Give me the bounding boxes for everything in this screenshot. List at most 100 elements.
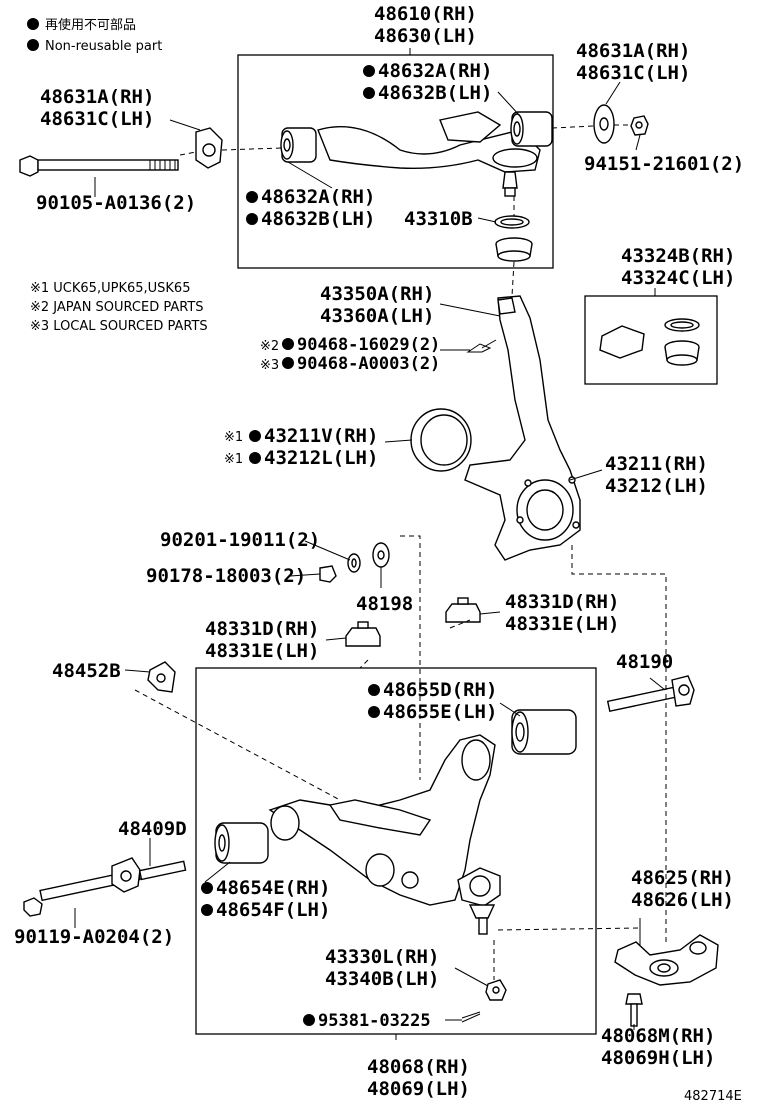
non-reusable-bullet-icon <box>249 452 261 464</box>
label-seal-rh-prefix: ※1 <box>224 430 243 445</box>
cam-plate-icon <box>147 661 176 693</box>
label-cotter-jp-prefix: ※2 <box>260 339 279 354</box>
label-lower-bush-rear-rh: 48655D(RH) <box>383 679 497 701</box>
label-stopper-left-lh: 48331E(LH) <box>205 640 319 662</box>
footnotes: ※1 UCK65,UPK65,USK65 ※2 JAPAN SOURCED PA… <box>30 281 208 334</box>
label-boot-kit-rh: 43324B(RH) <box>621 245 735 267</box>
label-bolt-lower: 48409D <box>118 818 187 840</box>
cam-washer-right-icon <box>593 104 615 144</box>
legend-english: Non-reusable part <box>45 39 162 54</box>
bumper-stopper-icon <box>372 542 390 568</box>
label-lower-arm-lh: 48069(LH) <box>367 1078 470 1100</box>
labels: 48610(RH) 48630(LH) 48632A(RH) 48632B(LH… <box>14 3 744 1104</box>
lower-bush-rear-icon <box>511 709 577 755</box>
cam-bolt-icon <box>606 675 695 712</box>
label-nut-lower: 90119-A0204(2) <box>14 926 174 948</box>
label-cam-left-rh: 48631A(RH) <box>40 86 154 108</box>
legend: 再使用不可部品 Non-reusable part <box>27 17 162 54</box>
label-cotter-local-prefix: ※3 <box>260 358 279 373</box>
label-nut-upper: 94151-21601(2) <box>584 153 744 175</box>
label-upper-bush-top-lh: 48632B(LH) <box>378 82 492 104</box>
label-washer-a: 90201-19011(2) <box>160 529 320 551</box>
label-lower-bush-front-lh: 48654F(LH) <box>216 899 330 921</box>
steering-knuckle <box>464 295 581 561</box>
label-cam-plate: 48452B <box>52 660 121 682</box>
label-seal-lh-prefix: ※1 <box>224 452 243 467</box>
non-reusable-bullet-icon <box>246 191 258 203</box>
cotter-pin-lower-icon <box>461 1011 481 1023</box>
nut-small-icon <box>319 565 337 583</box>
non-reusable-bullet-icon <box>201 904 213 916</box>
legend-kanji: 再使用不可部品 <box>45 17 136 33</box>
label-nut-a: 90178-18003(2) <box>146 565 306 587</box>
bracket-bolt-icon <box>625 993 643 1027</box>
ball-joint-boot-icon <box>494 215 530 229</box>
upper-bush-right-icon <box>510 111 553 147</box>
upper-control-arm <box>280 111 553 197</box>
label-bj-nut-lh: 43360A(LH) <box>320 305 434 327</box>
label-boot-kit-lh: 43324C(LH) <box>621 267 735 289</box>
label-lower-bush-front-rh: 48654E(RH) <box>216 877 330 899</box>
lower-ball-joint-icon <box>457 867 501 935</box>
label-stopper-left-rh: 48331D(RH) <box>205 618 319 640</box>
cotter-pin-upper-icon <box>466 339 497 353</box>
label-lower-bj-nut-lh: 43340B(LH) <box>325 968 439 990</box>
note-3: ※3 LOCAL SOURCED PARTS <box>30 319 208 334</box>
dashed-guide-lines <box>134 535 667 980</box>
label-ball-joint-boot: 43310B <box>404 208 473 230</box>
label-cotter-local: 90468-A0003(2) <box>297 354 440 374</box>
lower-control-arm <box>268 734 496 906</box>
non-reusable-bullet-icon <box>363 65 375 77</box>
leader-lines <box>74 48 666 1040</box>
non-reusable-bullet-icon <box>363 87 375 99</box>
washer-small-icon <box>347 553 361 573</box>
lower-bracket-icon <box>614 934 719 986</box>
label-bj-nut-rh: 43350A(RH) <box>320 283 434 305</box>
note-1: ※1 UCK65,UPK65,USK65 <box>30 281 190 296</box>
label-stopper-right-rh: 48331D(RH) <box>505 591 619 613</box>
non-reusable-bullet-icon <box>368 706 380 718</box>
boot-kit-box <box>584 295 718 385</box>
upper-arm-group-box <box>237 54 554 269</box>
label-cam-right-lh: 48631C(LH) <box>576 62 690 84</box>
label-cotter-lower: 95381-03225 <box>318 1011 431 1031</box>
lower-bush-front-icon <box>214 822 269 864</box>
label-cam-left-lh: 48631C(LH) <box>40 108 154 130</box>
lower-bj-nut-icon <box>485 979 507 1001</box>
non-reusable-bullet-icon <box>246 213 258 225</box>
note-2: ※2 JAPAN SOURCED PARTS <box>30 300 204 315</box>
label-upper-bush-left-lh: 48632B(LH) <box>261 208 375 230</box>
stopper-left-icon <box>345 621 381 647</box>
label-knuckle-lh: 43212(LH) <box>605 475 708 497</box>
label-bolt-upper: 90105-A0136(2) <box>36 192 196 214</box>
label-bracket-bolt-rh: 48068M(RH) <box>601 1025 715 1047</box>
label-bracket-bolt-lh: 48069H(LH) <box>601 1047 715 1069</box>
boot-kit-contents <box>599 318 700 366</box>
label-cam-right-rh: 48631A(RH) <box>576 40 690 62</box>
lower-bolt-icon <box>23 857 187 917</box>
label-lower-arm-rh: 48068(RH) <box>367 1056 470 1078</box>
label-bumper-stopper: 48198 <box>356 593 413 615</box>
non-reusable-bullet-icon <box>27 18 39 30</box>
label-lower-bush-rear-lh: 48655E(LH) <box>383 701 497 723</box>
label-knuckle-rh: 43211(RH) <box>605 453 708 475</box>
label-seal-rh: 43211V(RH) <box>264 425 378 447</box>
dust-boot-icon <box>495 237 533 262</box>
label-seal-lh: 43212L(LH) <box>264 447 378 469</box>
stopper-right-icon <box>445 597 481 623</box>
label-lower-bracket-rh: 48625(RH) <box>631 867 734 889</box>
label-upper-bush-left-rh: 48632A(RH) <box>261 186 375 208</box>
label-cam-bolt: 48190 <box>616 651 673 673</box>
nut-upper-icon <box>630 115 649 136</box>
label-upper-arm-lh: 48630(LH) <box>374 25 477 47</box>
non-reusable-bullet-icon <box>282 357 294 369</box>
non-reusable-bullet-icon <box>368 684 380 696</box>
oil-seal-icon <box>410 408 472 472</box>
label-stopper-right-lh: 48331E(LH) <box>505 613 619 635</box>
label-lower-bracket-lh: 48626(LH) <box>631 889 734 911</box>
non-reusable-bullet-icon <box>282 338 294 350</box>
upper-bolt-icon <box>19 155 179 177</box>
non-reusable-bullet-icon <box>303 1014 315 1026</box>
non-reusable-bullet-icon <box>201 882 213 894</box>
